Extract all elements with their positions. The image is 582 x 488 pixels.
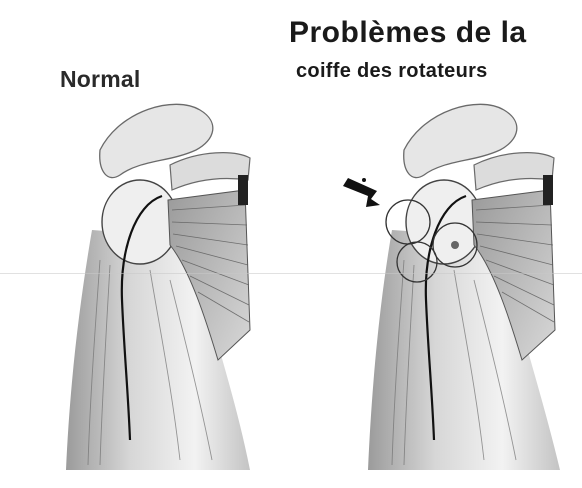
scan-artifact-line <box>0 273 582 274</box>
normal-humeral-head <box>102 180 178 264</box>
problem-shoulder-illustration <box>343 104 560 470</box>
normal-shoulder-illustration <box>66 104 250 470</box>
problem-focus-dot <box>451 241 459 249</box>
problems-title: Problèmes de la <box>289 16 527 50</box>
normal-scapula-edge <box>238 175 248 205</box>
normal-label: Normal <box>60 66 140 93</box>
problem-clavicle <box>474 153 554 190</box>
problem-humeral-head <box>406 180 482 264</box>
problems-subtitle: coiffe des rotateurs <box>296 60 488 83</box>
problem-arrow-icon <box>343 178 380 207</box>
problem-scapula-edge <box>543 175 553 205</box>
